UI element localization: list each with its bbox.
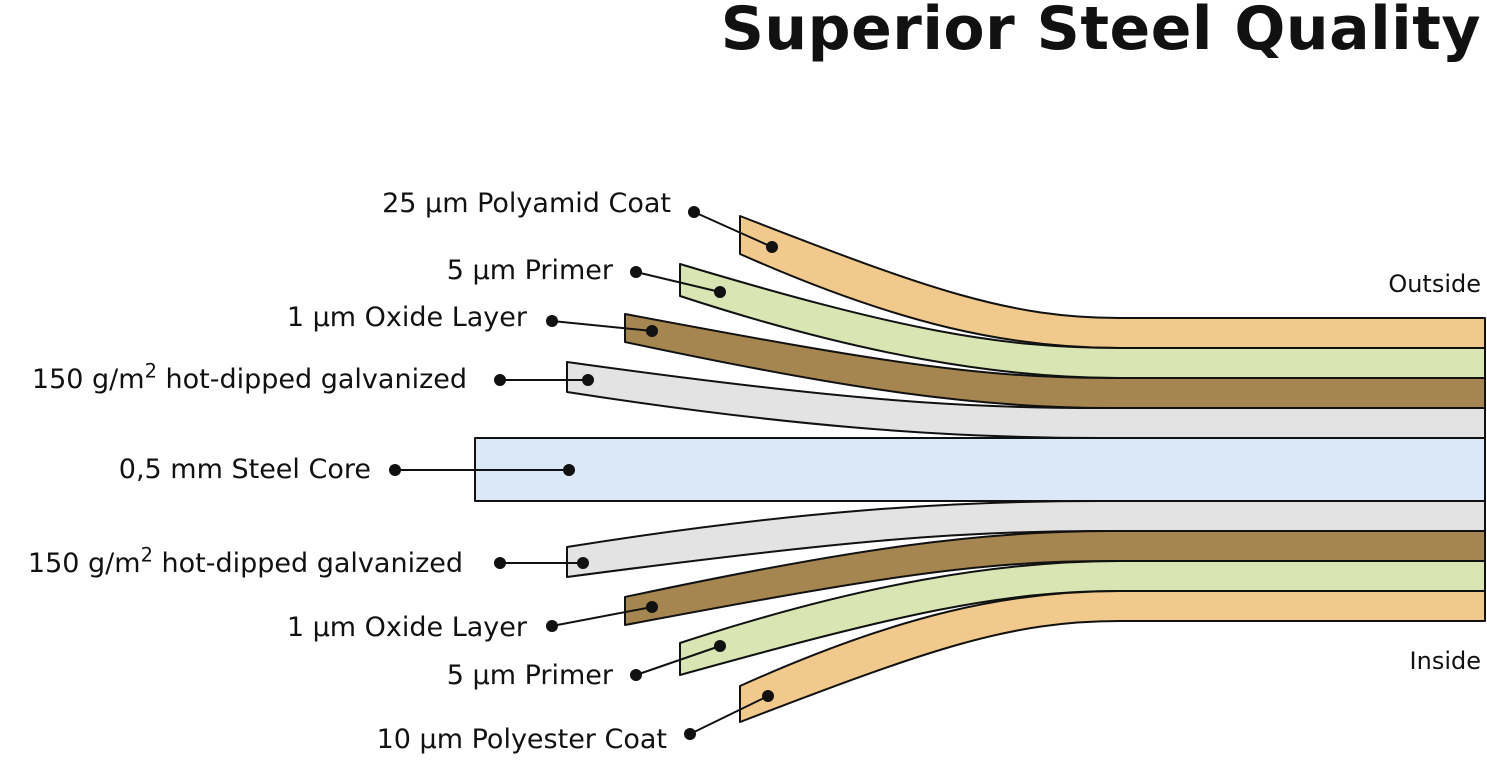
label-galvanized-top: 150 g/m2 hot-dipped galvanized (31, 361, 467, 396)
label-oxide-bottom: 1 µm Oxide Layer (286, 612, 527, 643)
dot-galv-top-band (582, 374, 594, 386)
leader-primer-top (635, 271, 721, 293)
dot-primer-top-band (714, 286, 726, 298)
leader-oxide-top (551, 320, 653, 332)
leader-dots (389, 206, 778, 740)
dot-core-band (563, 464, 575, 476)
diagram-title: Superior Steel Quality (720, 0, 1481, 64)
leader-primer-bottom (635, 645, 721, 676)
dot-galv-bottom-band (577, 557, 589, 569)
dot-galv-bottom-label (494, 557, 506, 569)
outside-label: Outside (1388, 270, 1481, 298)
inside-label: Inside (1409, 647, 1481, 675)
label-primer-top: 5 µm Primer (446, 255, 613, 286)
leader-polyester-coat (689, 695, 769, 735)
leader-lines (395, 211, 773, 735)
galvanized-bottom-tail: hot-dipped galvanized (152, 548, 463, 579)
steel-core-band (474, 437, 1486, 502)
dot-primer-bottom-label (630, 669, 642, 681)
galvanized-top-sup: 2 (144, 359, 157, 383)
dot-polyester-band (762, 690, 774, 702)
dot-polyamid-band (766, 241, 778, 253)
dot-polyester-label (684, 728, 696, 740)
leader-polyamid-coat (693, 211, 773, 248)
dot-oxide-bottom-band (646, 601, 658, 613)
dot-primer-bottom-band (714, 640, 726, 652)
galvanized-top-tail: hot-dipped galvanized (156, 364, 467, 395)
galvanized-bottom-main: 150 g/m (27, 548, 141, 579)
polyester-coat-band (739, 590, 1486, 723)
label-polyester-coat: 10 µm Polyester Coat (376, 724, 667, 755)
label-steel-core: 0,5 mm Steel Core (118, 454, 371, 485)
dot-oxide-top-label (546, 315, 558, 327)
dot-oxide-bottom-label (546, 620, 558, 632)
label-polyamid-coat: 25 µm Polyamid Coat (382, 188, 671, 219)
galvanized-top-main: 150 g/m (31, 364, 145, 395)
dot-oxide-top-band (646, 325, 658, 337)
label-oxide-top: 1 µm Oxide Layer (286, 302, 527, 333)
dot-primer-top-label (630, 266, 642, 278)
dot-galv-top-label (494, 374, 506, 386)
label-primer-bottom: 5 µm Primer (446, 660, 613, 691)
dot-core-label (389, 464, 401, 476)
galvanized-bottom-sup: 2 (140, 543, 153, 567)
dot-polyamid-label (688, 206, 700, 218)
leader-oxide-bottom (551, 606, 653, 627)
label-galvanized-bottom: 150 g/m2 hot-dipped galvanized (27, 545, 463, 580)
